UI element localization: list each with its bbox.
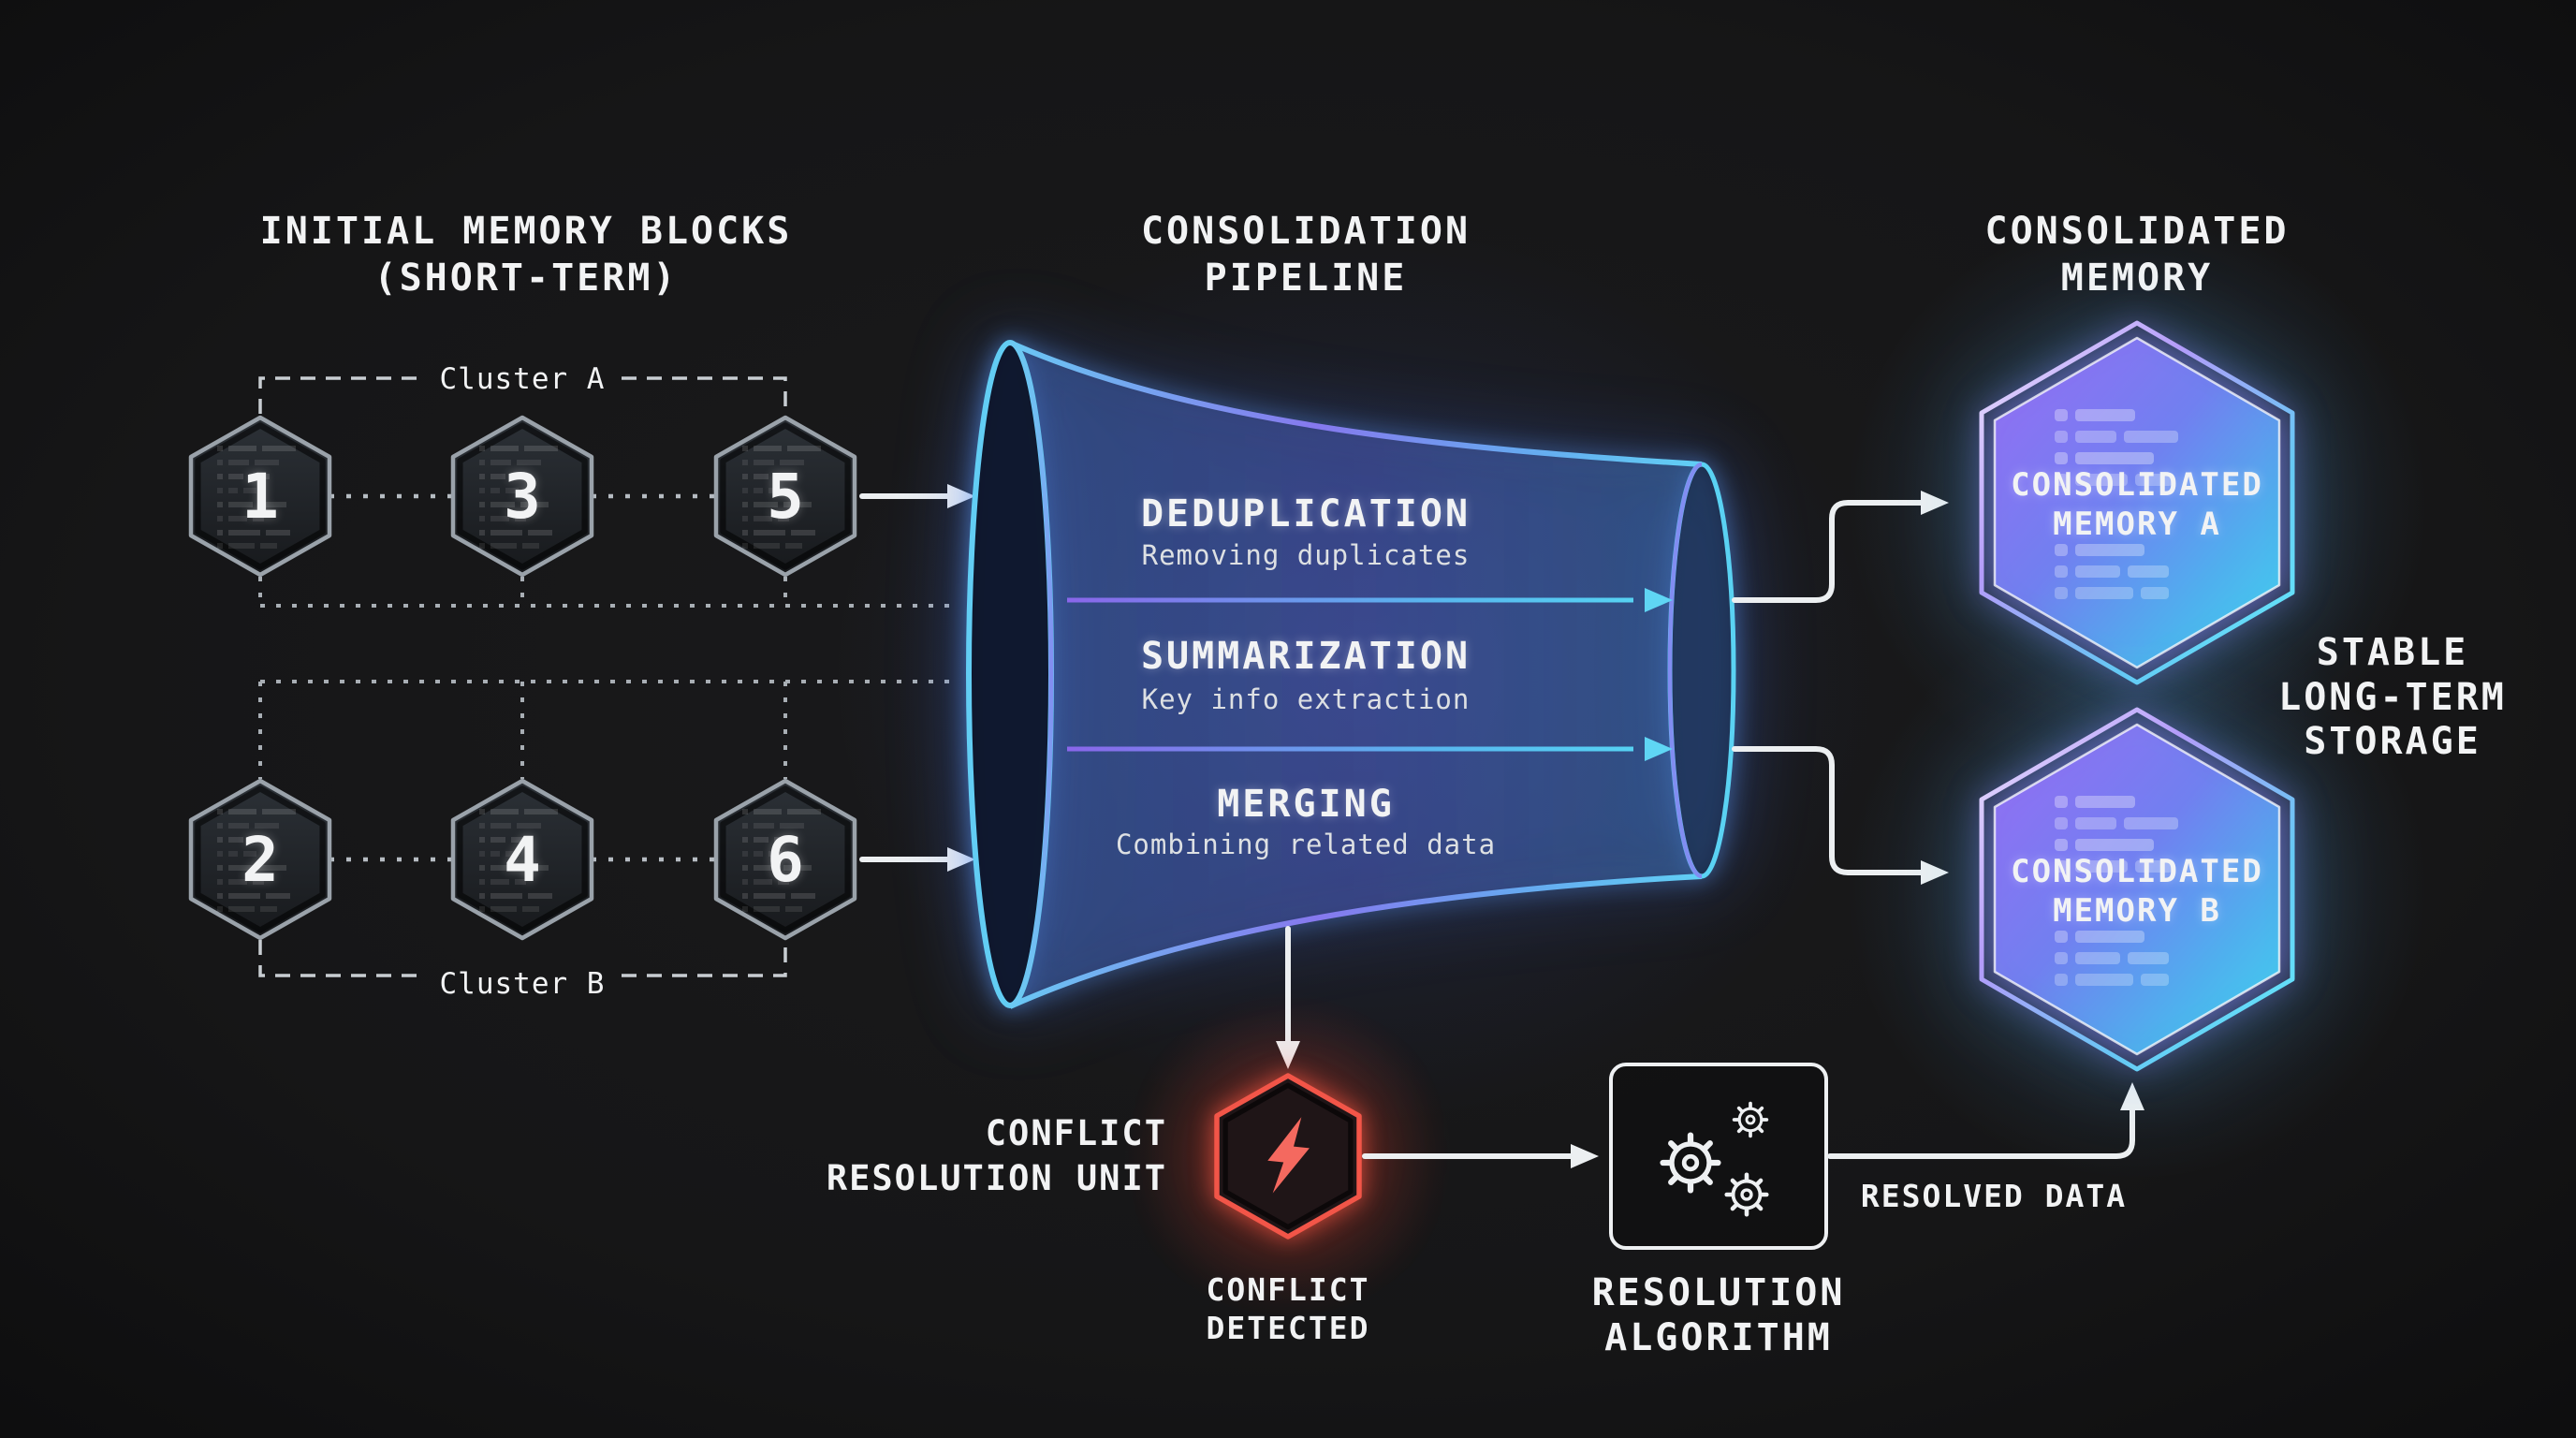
memory-block-3: 3 <box>453 418 592 575</box>
stage-summarization-name: SUMMARIZATION <box>1141 635 1471 678</box>
resolution-box <box>1609 1063 1828 1250</box>
memory-b-label-line2: MEMORY B <box>2053 892 2221 930</box>
flow-arrow-1 <box>1067 588 1673 612</box>
initial-memory-section: INITIAL MEMORY BLOCKS (SHORT-TERM) Clust… <box>191 210 953 1001</box>
consolidation-funnel <box>966 340 1736 1009</box>
conflict-status-line2: DETECTED <box>1207 1310 1370 1346</box>
resolution-algorithm: RESOLUTION ALGORITHM RESOLVED DATA <box>1592 1063 2144 1359</box>
consolidated-memory-b: CONSOLIDATED MEMORY B <box>1982 710 2292 1069</box>
memory-block-6-label: 6 <box>767 824 804 896</box>
memory-block-1: 1 <box>191 418 329 575</box>
conflict-resolution-unit <box>1217 1076 1359 1237</box>
cluster-b-bracket-right <box>622 940 787 977</box>
stage-deduplication-name: DEDUPLICATION <box>1141 492 1471 536</box>
cluster-a-label: Cluster A <box>440 362 606 396</box>
consolidated-title-line2: MEMORY <box>2061 257 2214 300</box>
conflict-unit-label-line1: CONFLICT <box>986 1113 1167 1153</box>
stage-merging-name: MERGING <box>1217 783 1395 826</box>
storage-label: STABLE LONG-TERM STORAGE <box>2278 631 2507 763</box>
memory-block-5-label: 5 <box>767 461 804 533</box>
funnel-body-fill <box>968 343 1734 1006</box>
memory-block-5: 5 <box>716 418 855 575</box>
consolidated-memory-a: CONSOLIDATED MEMORY A <box>1982 323 2292 682</box>
pipeline-title-line2: PIPELINE <box>1205 257 1408 300</box>
storage-label-line1: STABLE <box>2317 631 2469 674</box>
memory-block-2-label: 2 <box>242 824 279 896</box>
input-arrows <box>859 484 975 872</box>
consolidated-title-line1: CONSOLIDATED <box>1985 210 2290 253</box>
resolution-title-line2: ALGORITHM <box>1604 1316 1833 1359</box>
cluster-feed-lines <box>258 577 953 779</box>
funnel-bottom-edge <box>1008 873 1703 1009</box>
cluster-b-label: Cluster B <box>440 967 606 1001</box>
cluster-a-bracket-left <box>258 376 423 414</box>
cluster-a-bracket: Cluster A <box>258 362 787 414</box>
resolution-title-line1: RESOLUTION <box>1592 1271 1846 1314</box>
storage-label-line2: LONG-TERM <box>2278 676 2507 719</box>
funnel-mouth-inner-arc <box>1009 340 1054 1008</box>
stage-summarization-desc: Key info extraction <box>1142 683 1471 715</box>
conflict-unit-label-line2: RESOLUTION UNIT <box>827 1158 1167 1198</box>
elbow-to-memory-a <box>1732 500 1924 603</box>
memory-block-3-label: 3 <box>504 461 541 533</box>
flow-arrow-2 <box>1067 737 1673 761</box>
memory-block-1-label: 1 <box>242 461 279 533</box>
memory-block-4: 4 <box>453 781 592 938</box>
pipeline-labels: CONSOLIDATION PIPELINE DEDUPLICATION Rem… <box>1067 210 1673 860</box>
initial-title-line1: INITIAL MEMORY BLOCKS <box>260 210 793 253</box>
elbow-to-memory-b <box>1732 746 1924 875</box>
pipeline-title-line1: CONSOLIDATION <box>1141 210 1471 253</box>
memory-block-4-label: 4 <box>504 824 541 896</box>
initial-title-line2: (SHORT-TERM) <box>374 257 679 300</box>
stage-merging-desc: Combining related data <box>1116 829 1496 860</box>
elbow-resolved-to-memory-b <box>1827 1108 2135 1159</box>
cluster-a-bracket-right <box>622 376 787 414</box>
cluster-b-bracket-left <box>258 940 423 977</box>
funnel-exit-left-arc <box>1667 462 1703 879</box>
memory-block-6: 6 <box>716 781 855 938</box>
memory-block-2: 2 <box>191 781 329 938</box>
memory-a-label-line1: CONSOLIDATED <box>2011 466 2263 504</box>
memory-b-label-line1: CONSOLIDATED <box>2011 853 2263 890</box>
storage-label-line3: STORAGE <box>2304 720 2481 763</box>
memory-a-label-line2: MEMORY A <box>2053 506 2221 543</box>
output-arrows <box>1732 491 1949 885</box>
lightning-icon <box>1267 1117 1310 1194</box>
funnel-top-edge <box>1008 340 1703 467</box>
conflict-status-line1: CONFLICT <box>1207 1271 1370 1308</box>
resolved-data-label: RESOLVED DATA <box>1861 1178 2127 1214</box>
cluster-b-bracket: Cluster B <box>258 940 787 1001</box>
conflict-branch: CONFLICT RESOLUTION UNIT CONFLICT DETECT… <box>827 926 1599 1346</box>
stage-deduplication-desc: Removing duplicates <box>1142 539 1471 571</box>
resolved-data-path: RESOLVED DATA <box>1827 1082 2144 1214</box>
consolidated-memory-section: CONSOLIDATED MEMORY CONSOLIDATED MEMORY … <box>1982 210 2507 1069</box>
